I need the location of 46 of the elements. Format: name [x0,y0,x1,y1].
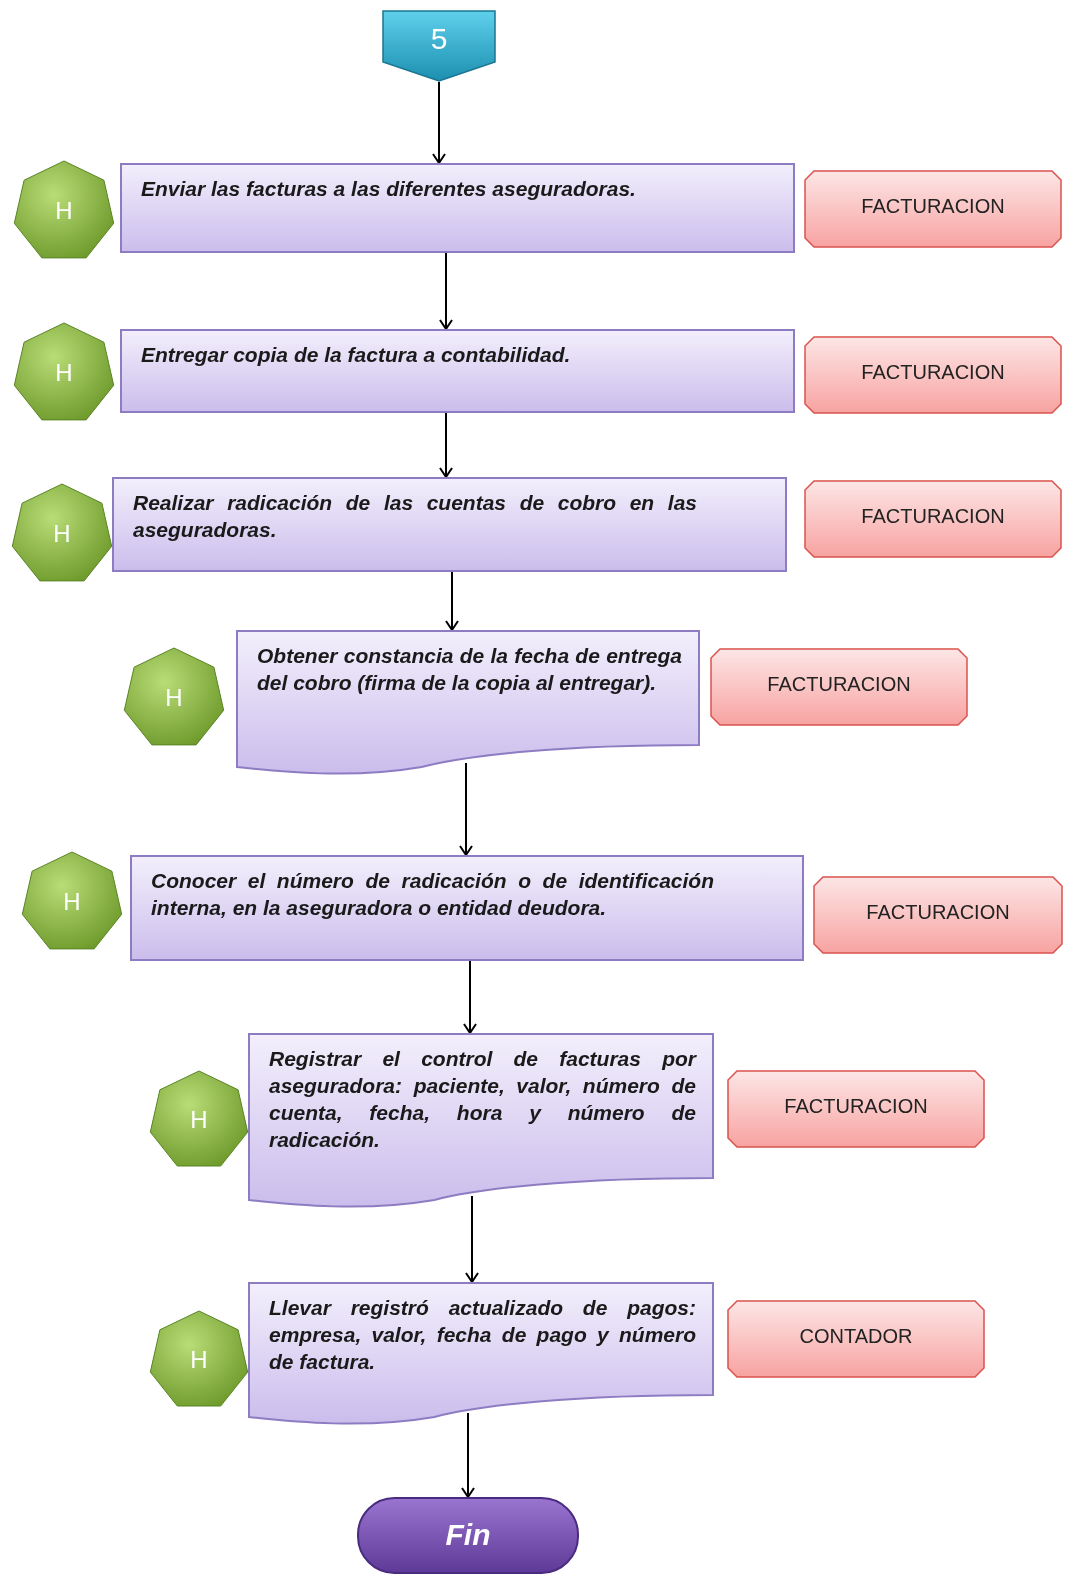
step-text: Conocer el número de radicación o de identificación interna, en la aseguradora o entidad deudora. [151,868,714,921]
process-box [112,477,787,572]
role-label: FACTURACION [860,504,1006,528]
role-box [804,336,1062,414]
arrow [445,571,459,631]
role-box [804,170,1062,248]
process-box [120,163,795,253]
role-label: FACTURACION [860,360,1006,384]
arrow [465,1195,479,1283]
process-box [120,329,795,413]
step-text: Llevar registró actualizado de pagos: empresa, valor, fecha de pago y número de factura. [269,1295,696,1375]
arrow [459,762,473,856]
role-label: FACTURACION [865,900,1011,924]
connector-number: 5 [429,22,449,56]
arrow [439,252,453,330]
role-box [727,1300,985,1378]
role-box [804,480,1062,558]
document-shape [248,1282,714,1425]
marker-letter: H [52,519,72,548]
marker-letter: H [164,683,184,712]
document-shape [248,1033,714,1208]
role-box [727,1070,985,1148]
role-box [710,648,968,726]
marker-letter: H [189,1345,209,1374]
role-label: FACTURACION [860,194,1006,218]
off-page-connector [382,10,496,82]
role-label: CONTADOR [798,1324,914,1348]
marker-letter: H [54,358,74,387]
step-text: Entregar copia de la factura a contabilidad. [141,342,572,368]
document-shape [236,630,700,775]
process-box [130,855,804,961]
role-label: FACTURACION [783,1094,929,1118]
step-text: Enviar las facturas a las diferentes aseguradoras. [141,176,637,202]
step-text: Realizar radicación de las cuentas de cobro en las aseguradoras. [133,490,697,543]
marker-letter: H [189,1105,209,1134]
arrow [463,960,477,1034]
end-label: Fin [444,1517,492,1552]
arrow [439,412,453,478]
marker-letter: H [62,887,82,916]
step-text: Registrar el control de facturas por aseguradora: paciente, valor, número de cuenta, fecha, hora y número de radicación. [269,1046,696,1153]
role-label: FACTURACION [766,672,912,696]
step-text: Obtener constancia de la fecha de entrega del cobro (firma de la copia al entregar). [257,643,682,696]
role-box [813,876,1063,954]
arrow [461,1412,475,1498]
arrow [432,81,446,164]
marker-letter: H [54,196,74,225]
